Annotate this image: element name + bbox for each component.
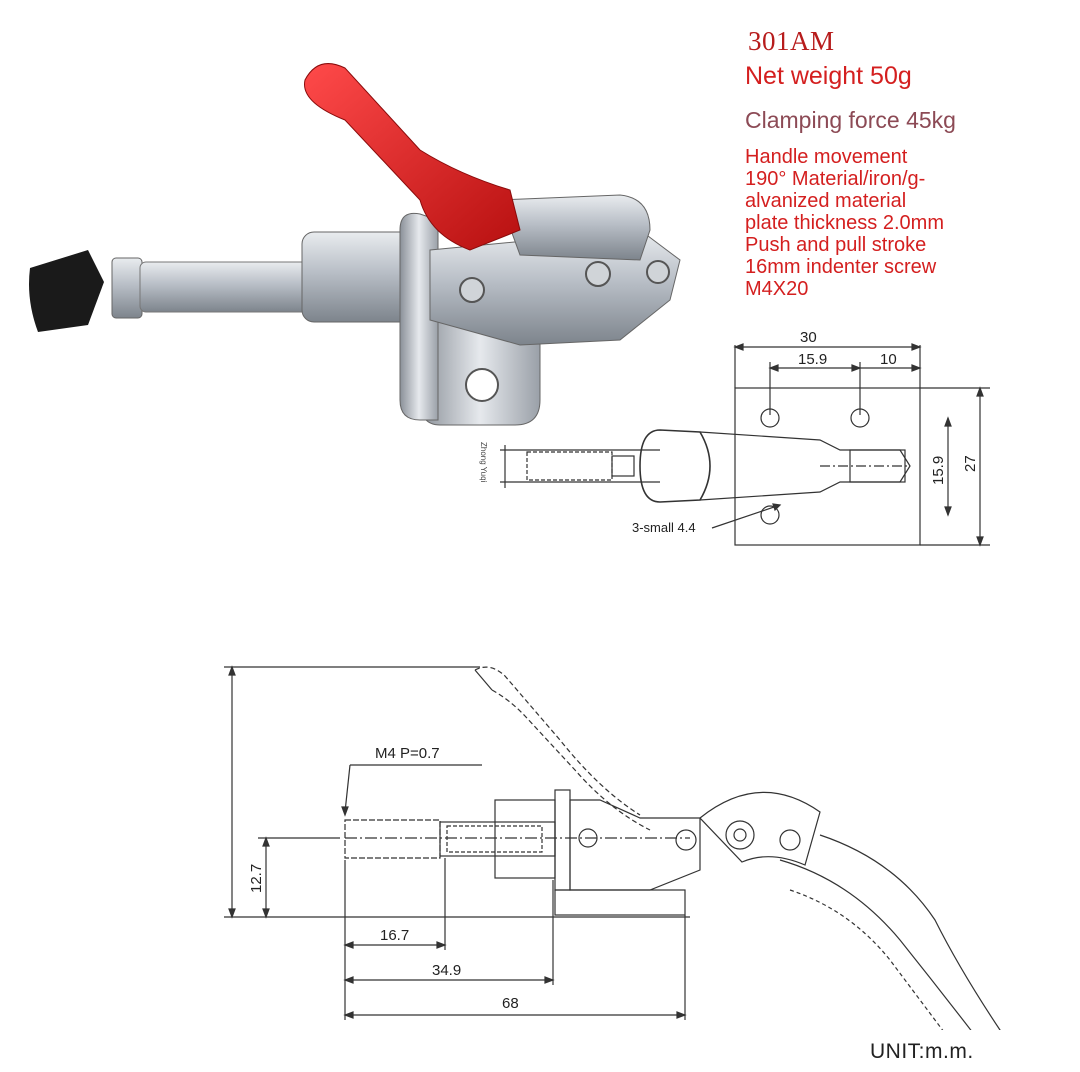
clamping-force: Clamping force 45kg <box>745 107 956 133</box>
top-view-drawing: 30 15.9 10 15.9 27 3-small 4.4 Zhong Yuq… <box>479 329 990 547</box>
mount-hole <box>760 408 780 428</box>
model-number: 301AM <box>748 26 835 56</box>
dim-plunger-to-base: 34.9 <box>432 962 461 979</box>
net-weight: Net weight 50g <box>745 62 912 90</box>
dim-plunger-height: 12.7 <box>248 864 265 893</box>
plunger-rod <box>139 261 311 313</box>
pivot-screw <box>459 277 485 303</box>
dim-height-overall: 27 <box>962 455 979 472</box>
spec-line: Push and pull stroke <box>745 234 927 256</box>
hole-callout: 3-small 4.4 <box>632 520 696 535</box>
pivot-screw <box>585 261 611 287</box>
dim-thread-length: 16.7 <box>380 927 409 944</box>
spec-line: plate thickness 2.0mm <box>745 212 944 234</box>
pivot-screw <box>646 260 670 284</box>
hex-nut <box>111 257 143 319</box>
spec-line: Handle movement <box>745 146 908 168</box>
product-photo <box>29 63 681 426</box>
spec-description: Handle movement 190° Material/iron/g- al… <box>745 146 944 300</box>
mount-hole <box>760 505 780 525</box>
base-plate-outline <box>734 387 921 546</box>
mount-hole <box>850 408 870 428</box>
unit-label: UNIT:m.m. <box>870 1040 974 1063</box>
dim-overall-length: 68 <box>502 995 519 1012</box>
pivot-hole <box>675 829 697 851</box>
spec-line: 16mm indenter screw <box>745 256 937 278</box>
pivot-hole <box>779 829 801 851</box>
pivot-hole <box>578 828 598 848</box>
spec-line: 190° Material/iron/g- <box>745 168 926 190</box>
dim-edge-offset: 10 <box>880 351 897 368</box>
dim-hole-spacing: 15.9 <box>798 351 827 368</box>
dim-overall-width: 30 <box>800 329 817 346</box>
spec-line: M4X20 <box>745 278 809 300</box>
watermark-text: Zhong Yuqi <box>479 442 488 483</box>
spec-line: alvanized material <box>745 190 907 212</box>
handle-grip <box>304 63 521 251</box>
pivot-hole <box>725 820 755 850</box>
thread-callout: M4 P=0.7 <box>375 745 440 762</box>
rubber-tip <box>29 250 104 332</box>
linkage-arm <box>499 194 651 261</box>
vertical-plate <box>399 212 439 421</box>
dim-height-inner: 15.9 <box>930 456 947 485</box>
side-view-drawing: 12.7 M4 P=0.7 16.7 34.9 68 <box>224 665 1001 1030</box>
bracket-hole <box>465 368 499 402</box>
